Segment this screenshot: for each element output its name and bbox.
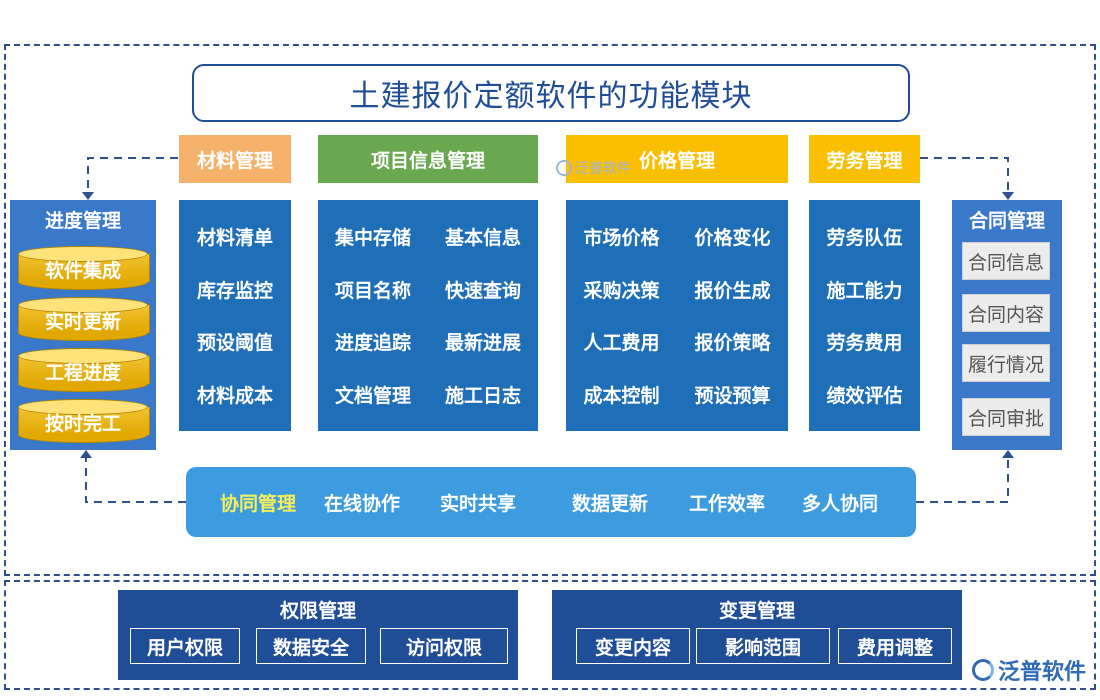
- main-frame: [4, 44, 1096, 576]
- material-item: 预设阈值: [196, 332, 273, 355]
- price-item: 市场价格: [583, 226, 660, 249]
- collab-item: 实时共享: [440, 492, 517, 515]
- labor-column: 劳务队伍 施工能力 劳务费用 绩效评估: [809, 200, 920, 431]
- change-item: 影响范围: [696, 628, 830, 664]
- connector-collab-contract: [916, 456, 1009, 503]
- arrow-up-progress: [80, 450, 92, 458]
- collab-item: 多人协同: [802, 492, 879, 515]
- permission-title: 权限管理: [279, 600, 356, 622]
- connector-labor-contract: [920, 157, 1009, 194]
- price-item: 采购决策: [583, 279, 660, 302]
- diagram-title: 土建报价定额软件的功能模块: [192, 64, 910, 122]
- material-item: 材料清单: [196, 226, 273, 249]
- arrow-up-contract: [1002, 450, 1014, 458]
- progress-cylinder: 实时更新: [18, 297, 150, 341]
- project-item: 项目名称: [334, 279, 411, 302]
- price-column: 市场价格 价格变化 采购决策 报价生成 人工费用 报价策略 成本控制 预设预算: [566, 200, 788, 431]
- progress-cylinder: 工程进度: [18, 348, 150, 392]
- progress-item: 实时更新: [44, 311, 121, 333]
- connector-material-progress: [87, 157, 178, 194]
- collab-item: 数据更新: [572, 492, 649, 515]
- change-item: 费用调整: [838, 628, 952, 664]
- arrow-down-progress: [82, 192, 94, 200]
- price-item: 报价策略: [694, 332, 771, 355]
- project-header: 项目信息管理: [318, 135, 538, 183]
- bottom-frame: [4, 580, 1096, 690]
- collab-bar: 协同管理 在线协作 实时共享 数据更新 工作效率 多人协同: [186, 467, 916, 537]
- contract-item: 合同内容: [962, 294, 1050, 332]
- project-item: 文档管理: [334, 385, 411, 408]
- brand-watermark: 泛普软件: [556, 158, 631, 178]
- price-header: 价格管理: [566, 135, 788, 183]
- material-header: 材料管理: [179, 135, 291, 183]
- labor-item: 施工能力: [826, 279, 903, 302]
- price-item: 报价生成: [694, 279, 771, 302]
- contract-item: 合同审批: [962, 398, 1050, 436]
- permission-panel: 权限管理 用户权限 数据安全 访问权限: [118, 590, 518, 680]
- contract-item: 履行情况: [962, 344, 1050, 382]
- arrow-down-contract: [1002, 192, 1014, 200]
- material-item: 库存监控: [196, 279, 273, 302]
- progress-item: 按时完工: [44, 413, 121, 435]
- labor-item: 劳务费用: [826, 332, 903, 355]
- collab-item: 在线协作: [324, 492, 401, 515]
- collab-item: 工作效率: [689, 492, 766, 515]
- contract-title: 合同管理: [968, 210, 1045, 232]
- progress-item: 工程进度: [44, 362, 121, 384]
- change-panel: 变更管理 变更内容 影响范围 费用调整: [552, 590, 962, 680]
- progress-panel: 进度管理 软件集成 实时更新 工程进度 按时完工: [10, 200, 156, 450]
- project-column: 集中存储 基本信息 项目名称 快速查询 进度追踪 最新进展 文档管理 施工日志: [318, 200, 538, 431]
- permission-item: 访问权限: [380, 628, 508, 664]
- project-item: 基本信息: [444, 226, 521, 249]
- price-item: 价格变化: [694, 226, 771, 249]
- brand-logo-icon: [972, 659, 994, 681]
- price-item: 成本控制: [583, 385, 660, 408]
- change-item: 变更内容: [576, 628, 690, 664]
- progress-item: 软件集成: [44, 260, 121, 282]
- contract-item: 合同信息: [962, 242, 1050, 280]
- change-title: 变更管理: [718, 600, 795, 622]
- connector-collab-progress: [85, 456, 186, 503]
- project-item: 快速查询: [444, 279, 521, 302]
- permission-item: 用户权限: [130, 628, 240, 664]
- project-item: 施工日志: [444, 385, 521, 408]
- progress-title: 进度管理: [44, 210, 121, 232]
- progress-cylinder: 软件集成: [18, 246, 150, 290]
- contract-panel: 合同管理 合同信息 合同内容 履行情况 合同审批: [952, 200, 1062, 450]
- price-item: 预设预算: [694, 385, 771, 408]
- brand-logo-text: 泛普软件: [998, 660, 1087, 685]
- progress-cylinder: 按时完工: [18, 399, 150, 443]
- collab-title: 协同管理: [220, 492, 297, 515]
- labor-item: 劳务队伍: [826, 226, 903, 249]
- material-item: 材料成本: [196, 385, 273, 408]
- project-item: 集中存储: [334, 226, 411, 249]
- permission-item: 数据安全: [256, 628, 366, 664]
- watermark-logo-icon: [556, 160, 572, 176]
- project-item: 最新进展: [444, 332, 521, 355]
- price-item: 人工费用: [583, 332, 660, 355]
- labor-item: 绩效评估: [826, 385, 903, 408]
- project-item: 进度追踪: [334, 332, 411, 355]
- material-column: 材料清单 库存监控 预设阈值 材料成本: [179, 200, 291, 431]
- brand-logo: 泛普软件: [972, 654, 1086, 686]
- labor-header: 劳务管理: [809, 135, 920, 183]
